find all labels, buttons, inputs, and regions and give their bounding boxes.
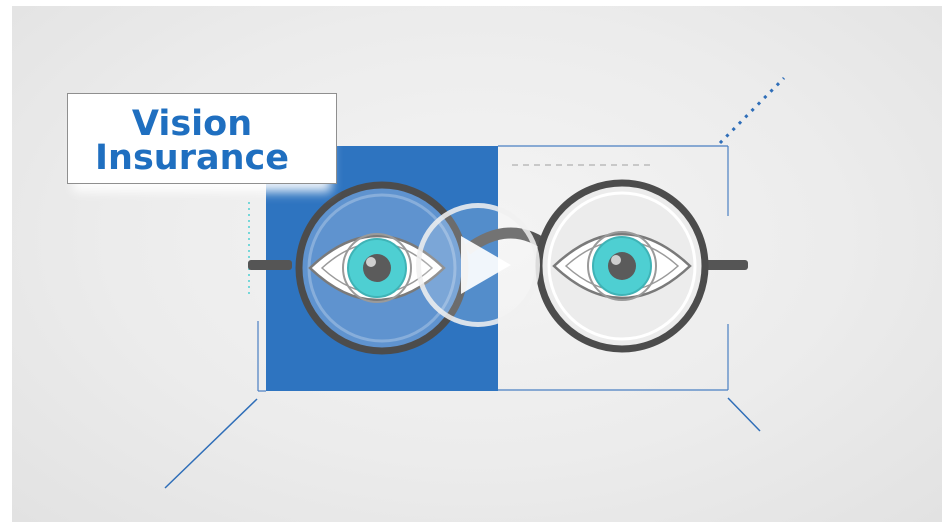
glasses-arm-left xyxy=(248,260,292,270)
play-button[interactable] xyxy=(416,203,540,327)
title-line-1: Vision xyxy=(131,104,253,144)
diagonal-line-right xyxy=(727,397,761,432)
play-icon xyxy=(461,236,511,294)
title-line-2: Insurance xyxy=(95,138,289,178)
glasses-arm-right xyxy=(702,260,748,270)
title-card: Vision Insurance xyxy=(67,93,337,184)
dotted-line-top-right xyxy=(718,76,786,145)
video-stage[interactable]: Vision Insurance xyxy=(12,6,942,522)
eye-icon xyxy=(552,231,692,301)
diagonal-line-left xyxy=(164,398,258,489)
eye-icon xyxy=(308,233,446,303)
